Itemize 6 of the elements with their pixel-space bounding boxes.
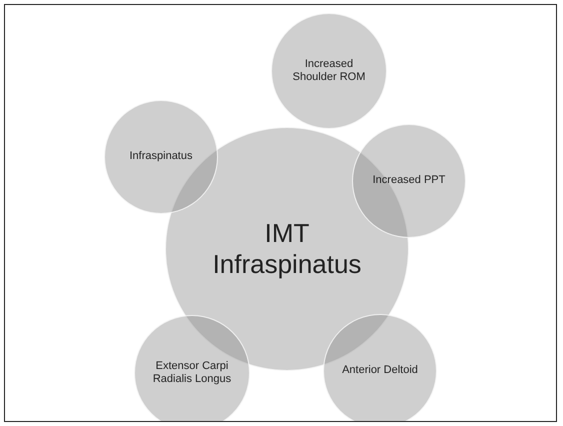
node-label: Increased PPT — [372, 174, 446, 188]
node-label: IMT Infraspinatus — [212, 218, 362, 280]
node-label: Increased Shoulder ROM — [292, 58, 366, 84]
node-label: Anterior Deltoid — [342, 364, 418, 378]
node-label: Extensor Carpi Radialis Longus — [152, 360, 232, 386]
node-label: Infraspinatus — [130, 150, 192, 164]
